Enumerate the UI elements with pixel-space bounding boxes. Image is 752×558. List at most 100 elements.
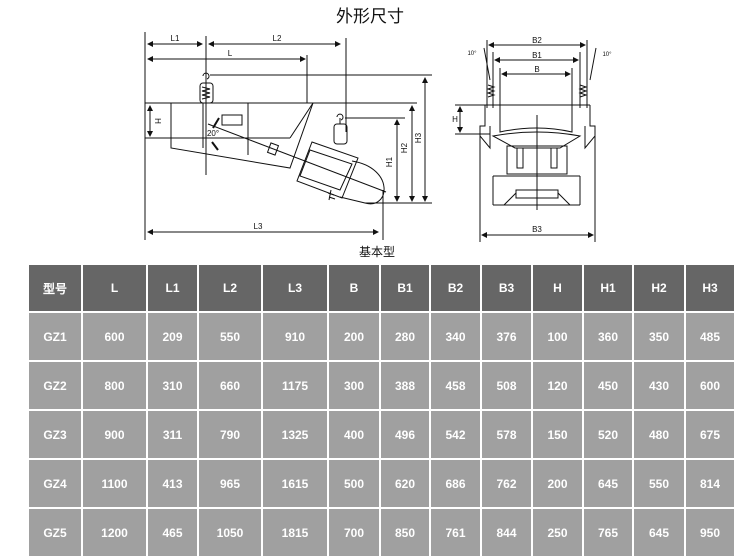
table-cell: 413: [148, 460, 197, 507]
table-cell: 388: [381, 362, 429, 409]
label-b3: B3: [532, 225, 542, 234]
table-cell: 500: [329, 460, 379, 507]
table-cell: 340: [431, 313, 480, 360]
label-l1: L1: [171, 34, 180, 43]
label-h2: H2: [400, 142, 409, 153]
table-cell: 150: [533, 411, 582, 458]
table-cell: 376: [482, 313, 531, 360]
table-cell: 965: [199, 460, 261, 507]
column-header: L3: [263, 265, 327, 311]
table-cell: 675: [686, 411, 734, 458]
table-cell: 120: [533, 362, 582, 409]
column-header: L2: [199, 265, 261, 311]
label-front-h: H: [452, 115, 458, 124]
column-header: H3: [686, 265, 734, 311]
table-cell: 508: [482, 362, 531, 409]
table-cell: 578: [482, 411, 531, 458]
table-cell: 1815: [263, 509, 327, 556]
table-cell: 280: [381, 313, 429, 360]
label-h1: H1: [385, 156, 394, 167]
table-cell: 765: [584, 509, 632, 556]
table-cell: 1050: [199, 509, 261, 556]
table-cell: 814: [686, 460, 734, 507]
table-cell: 550: [199, 313, 261, 360]
table-cell: 542: [431, 411, 480, 458]
table-cell: 100: [533, 313, 582, 360]
table-cell: 465: [148, 509, 197, 556]
column-header: 型号: [29, 265, 81, 311]
table-cell: 761: [431, 509, 480, 556]
caption: 基本型: [359, 245, 395, 259]
table-cell: 458: [431, 362, 480, 409]
table-cell: 645: [634, 509, 684, 556]
label-h3: H3: [414, 132, 423, 143]
table-cell: 1325: [263, 411, 327, 458]
column-header: B3: [482, 265, 531, 311]
column-header: L: [83, 265, 146, 311]
label-angle: 20°: [207, 129, 219, 138]
side-view: [144, 32, 432, 240]
table-cell: 900: [83, 411, 146, 458]
table-cell: 520: [584, 411, 632, 458]
label-b2: B2: [532, 36, 542, 45]
table-cell: 1200: [83, 509, 146, 556]
label-l: L: [228, 49, 233, 58]
table-cell: 1175: [263, 362, 327, 409]
table-cell: 1100: [83, 460, 146, 507]
table-cell: 450: [584, 362, 632, 409]
drawing-title: 外形尺寸: [336, 7, 404, 27]
table-cell: 790: [199, 411, 261, 458]
table-cell: 200: [329, 313, 379, 360]
table-cell: 660: [199, 362, 261, 409]
table-cell: 300: [329, 362, 379, 409]
model-cell: GZ5: [29, 509, 81, 556]
table-cell: 600: [686, 362, 734, 409]
column-header: B: [329, 265, 379, 311]
column-header: H2: [634, 265, 684, 311]
table-cell: 850: [381, 509, 429, 556]
table-cell: 480: [634, 411, 684, 458]
table-cell: 430: [634, 362, 684, 409]
table-cell: 700: [329, 509, 379, 556]
table-cell: 910: [263, 313, 327, 360]
table-cell: 310: [148, 362, 197, 409]
label-b: B: [534, 65, 539, 74]
table-cell: 350: [634, 313, 684, 360]
column-header: H: [533, 265, 582, 311]
table-cell: 686: [431, 460, 480, 507]
table-cell: 645: [584, 460, 632, 507]
table-cell: 800: [83, 362, 146, 409]
table-cell: 496: [381, 411, 429, 458]
column-header: B1: [381, 265, 429, 311]
table-cell: 485: [686, 313, 734, 360]
table-cell: 209: [148, 313, 197, 360]
dimension-drawing: 外形尺寸 L1 L: [144, 7, 612, 259]
label-angle-left: 10°: [467, 51, 477, 57]
label-angle-right: 10°: [602, 52, 612, 58]
table-cell: 600: [83, 313, 146, 360]
table-cell: 360: [584, 313, 632, 360]
table-cell: 950: [686, 509, 734, 556]
table-cell: 1615: [263, 460, 327, 507]
table-cell: 550: [634, 460, 684, 507]
table-cell: 762: [482, 460, 531, 507]
column-header: B2: [431, 265, 480, 311]
label-l3: L3: [254, 222, 263, 231]
label-b1: B1: [532, 51, 542, 60]
model-cell: GZ1: [29, 313, 81, 360]
table-cell: 311: [148, 411, 197, 458]
front-view: [455, 40, 597, 242]
model-cell: GZ3: [29, 411, 81, 458]
label-l2: L2: [273, 34, 282, 43]
model-cell: GZ4: [29, 460, 81, 507]
table-cell: 844: [482, 509, 531, 556]
column-header: H1: [584, 265, 632, 311]
table-cell: 250: [533, 509, 582, 556]
